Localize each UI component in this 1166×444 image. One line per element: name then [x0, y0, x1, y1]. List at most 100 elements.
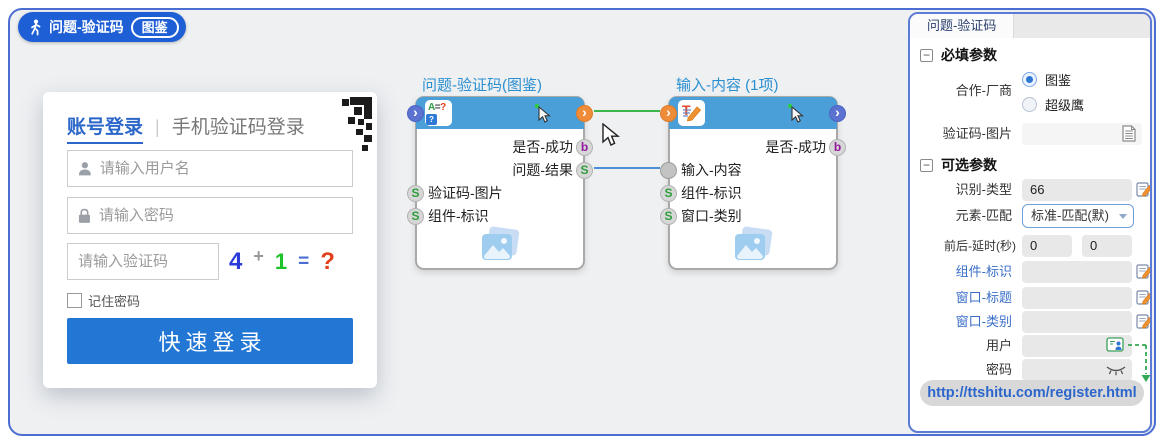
collapse-icon[interactable]: −: [920, 158, 933, 172]
node2-windowclass-port[interactable]: S: [660, 208, 677, 225]
required-params-section[interactable]: − 必填参数: [920, 45, 997, 65]
document-icon[interactable]: [1122, 125, 1136, 142]
captcha-image-field[interactable]: [1022, 123, 1142, 145]
id-card-icon[interactable]: [1106, 337, 1124, 352]
edit-icon[interactable]: [1136, 289, 1152, 306]
eye-closed-icon[interactable]: [1106, 366, 1126, 376]
quick-login-button[interactable]: 快速登录: [67, 318, 353, 364]
delay-before-field[interactable]: 0: [1022, 235, 1072, 257]
username-field[interactable]: [67, 150, 353, 187]
node2-exec-out-port[interactable]: [829, 105, 846, 122]
node1-title: 问题-验证码(图鉴): [422, 77, 542, 94]
node1-component-port[interactable]: S: [407, 208, 424, 225]
username-input[interactable]: [99, 160, 342, 177]
node2-success-port[interactable]: b: [829, 139, 846, 156]
node2-input-content[interactable]: T 是否-成功 b 输入-内容 组件-标识 S 窗口-类别 S: [660, 96, 846, 270]
captcha-field[interactable]: [67, 243, 219, 280]
node1-header[interactable]: A=? ?: [416, 97, 584, 129]
collapse-icon[interactable]: −: [920, 48, 933, 62]
node1-captcha[interactable]: A=? ? 是否-成功 b 问题-结果 S 验证码-图片 S 组件-标识 S: [407, 96, 593, 270]
window-title-label: 窗口-标题: [955, 290, 1012, 305]
tab-separator: |: [155, 117, 160, 137]
connection-exec-flow: [594, 110, 660, 112]
captcha-operand2: 1: [274, 248, 288, 274]
captcha-equals: =: [298, 250, 310, 272]
login-card-header: 账号登录 | 手机验证码登录: [67, 112, 305, 144]
window-class-field[interactable]: [1022, 311, 1132, 333]
captcha-input[interactable]: [78, 253, 208, 270]
required-params-label: 必填参数: [941, 47, 997, 63]
node1-exec-out-port[interactable]: [576, 105, 593, 122]
user-field[interactable]: [1022, 335, 1132, 357]
captcha-answer: ?: [320, 247, 335, 275]
panel-tab-active[interactable]: 问题-验证码: [910, 14, 1015, 38]
element-match-label: 元素-匹配: [955, 208, 1012, 223]
register-url-link[interactable]: http://ttshitu.com/register.html: [920, 380, 1144, 406]
node1-result-port[interactable]: S: [576, 162, 593, 179]
pencil-icon: [683, 106, 702, 122]
element-match-row: 元素-匹配 标准-匹配(默): [910, 204, 1150, 228]
walking-person-icon: [31, 19, 41, 35]
vendor-option-chaojiying[interactable]: 超级鹰: [1022, 94, 1084, 114]
node1-success-port[interactable]: b: [576, 139, 593, 156]
password-field-panel[interactable]: [1022, 359, 1132, 381]
edit-icon[interactable]: [1136, 313, 1152, 330]
recognize-type-field[interactable]: 66: [1022, 179, 1132, 201]
element-match-dropdown[interactable]: 标准-匹配(默): [1022, 204, 1134, 228]
window-title-row: 窗口-标题: [910, 286, 1150, 310]
node1-image-port[interactable]: S: [407, 185, 424, 202]
node2-header[interactable]: T: [669, 97, 837, 129]
node2-exec-in-port[interactable]: [660, 105, 677, 122]
component-id-field[interactable]: [1022, 261, 1132, 283]
properties-panel: 问题-验证码 − 必填参数 合作-厂商 图鉴 超级鹰 验证码-图片 − 可选参数…: [908, 12, 1152, 433]
optional-params-label: 可选参数: [941, 157, 997, 173]
node2-pointer-icon: [787, 103, 804, 123]
window-class-row: 窗口-类别: [910, 310, 1150, 334]
node1-input-image: 验证码-图片: [428, 185, 503, 201]
component-id-label: 组件-标识: [955, 264, 1012, 279]
sms-login-tab[interactable]: 手机验证码登录: [171, 117, 305, 138]
radio-selected-icon[interactable]: [1022, 71, 1037, 87]
remember-checkbox[interactable]: [67, 293, 82, 308]
radio-unselected-icon[interactable]: [1022, 96, 1037, 112]
qr-corner-icon[interactable]: [314, 97, 372, 155]
task-badge[interactable]: 问题-验证码 图鉴: [18, 12, 186, 42]
node1-output-success: 是否-成功: [512, 139, 573, 155]
chevron-down-icon: [1119, 214, 1127, 219]
password-field[interactable]: [67, 197, 353, 234]
remember-password-row[interactable]: 记住密码: [67, 291, 140, 310]
element-match-value: 标准-匹配(默): [1031, 208, 1109, 223]
text-input-node-icon: T: [678, 100, 705, 126]
captcha-node-icon: A=? ?: [425, 100, 452, 126]
task-badge-title: 问题-验证码: [49, 19, 124, 35]
password-input[interactable]: [98, 207, 342, 224]
optional-params-section[interactable]: − 可选参数: [920, 155, 997, 175]
task-badge-tag: 图鉴: [130, 16, 179, 38]
password-row: 密码: [910, 358, 1150, 382]
node2-input-windowclass: 窗口-类别: [681, 208, 742, 224]
login-card: 账号登录 | 手机验证码登录: [43, 92, 377, 388]
image-placeholder-icon: [735, 226, 773, 260]
edit-icon[interactable]: [1136, 181, 1152, 198]
lock-icon: [78, 208, 90, 223]
vendor-option-tujian[interactable]: 图鉴: [1022, 69, 1071, 89]
node2-title: 输入-内容 (1项): [676, 77, 779, 94]
component-id-row: 组件-标识: [910, 260, 1150, 284]
window-title-field[interactable]: [1022, 287, 1132, 309]
edit-icon[interactable]: [1136, 263, 1152, 280]
account-login-tab[interactable]: 账号登录: [67, 112, 144, 144]
captcha-image-row: 验证码-图片: [910, 122, 1150, 146]
connection-result-to-content: [594, 167, 660, 169]
node2-content-port[interactable]: [660, 162, 677, 179]
node2-component-port[interactable]: S: [660, 185, 677, 202]
delay-after-field[interactable]: 0: [1082, 235, 1132, 257]
dashed-arrow-connector: [1128, 344, 1150, 382]
window-class-label: 窗口-类别: [955, 314, 1012, 329]
node2-input-component: 组件-标识: [681, 185, 742, 201]
node1-exec-in-port[interactable]: [407, 105, 424, 122]
user-icon: [78, 162, 91, 176]
recognize-type-row: 识别-类型 66: [910, 178, 1150, 202]
node1-pointer-icon: [534, 103, 551, 123]
remember-label: 记住密码: [88, 294, 141, 309]
captcha-image-label: 验证码-图片: [942, 126, 1012, 141]
